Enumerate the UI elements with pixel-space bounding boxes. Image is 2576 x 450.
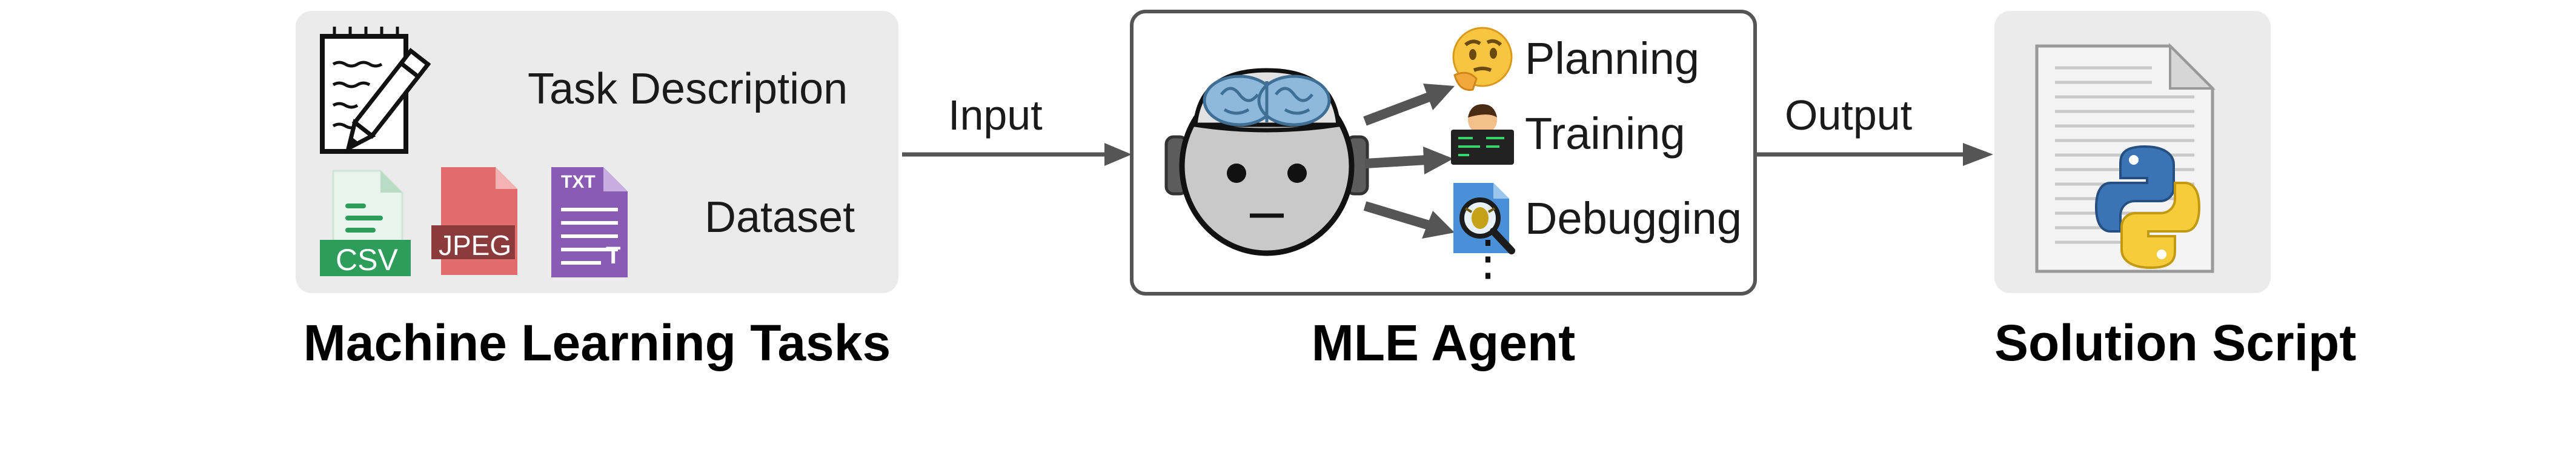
input-arrow — [902, 143, 1132, 166]
input-label: Input — [948, 91, 1043, 139]
step-planning-label: Planning — [1525, 33, 1700, 84]
jpeg-badge-label: JPEG — [439, 230, 512, 261]
robot-brain-icon — [1164, 68, 1369, 256]
jpeg-file-icon — [431, 167, 517, 275]
more-steps-ellipsis: ⋮ — [1464, 231, 1512, 285]
technologist-icon — [1451, 104, 1514, 165]
ml-tasks-panel: Task Description CSV JPEG TXT T Dataset — [296, 11, 898, 293]
txt-file-icon — [551, 167, 628, 277]
thinking-face-icon — [1452, 27, 1513, 91]
dataset-label: Dataset — [705, 193, 855, 242]
csv-file-icon — [320, 170, 411, 276]
txt-badge-label: TXT — [561, 172, 596, 192]
output-arrow — [1757, 143, 1993, 166]
mle-agent-title: MLE Agent — [1311, 314, 1576, 371]
mle-agent-panel: Planning Training Debugging — [1130, 10, 1757, 296]
csv-badge-label: CSV — [336, 243, 398, 277]
task-description-label: Task Description — [528, 65, 848, 113]
solution-script-panel — [1994, 11, 2271, 293]
step-training-label: Training — [1525, 108, 1685, 159]
step-debugging: Debugging — [1449, 180, 1742, 256]
output-label: Output — [1785, 91, 1913, 139]
step-debugging-label: Debugging — [1525, 193, 1742, 243]
notepad-pencil-icon — [320, 27, 431, 154]
step-training: Training — [1449, 102, 1685, 165]
txt-badge-letter: T — [606, 242, 621, 269]
step-planning: Planning — [1449, 24, 1699, 92]
agent-step-arrows — [1363, 84, 1455, 239]
debug-search-icon — [1453, 183, 1515, 254]
ml-tasks-title: Machine Learning Tasks — [303, 314, 891, 371]
solution-script-title: Solution Script — [1994, 314, 2357, 371]
python-script-icon — [2035, 43, 2216, 273]
